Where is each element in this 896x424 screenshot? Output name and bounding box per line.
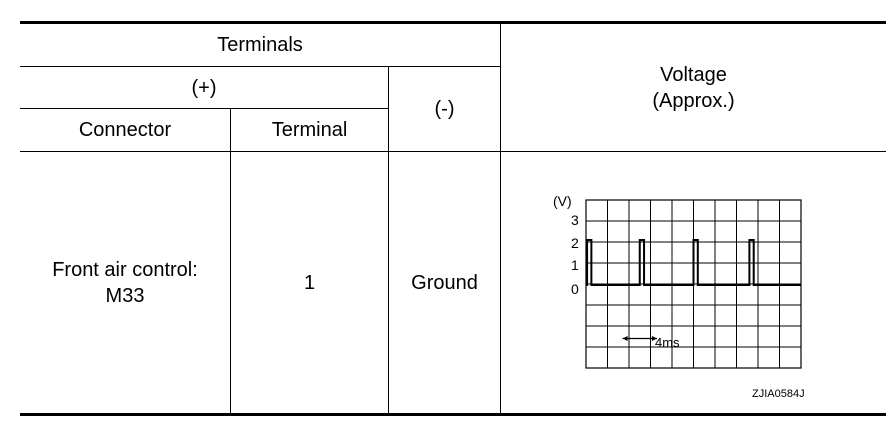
rule-plus-minus bbox=[388, 66, 389, 414]
y-tick-1: 1 bbox=[571, 257, 579, 273]
rule-below-header bbox=[20, 151, 886, 152]
rule-below-terminals bbox=[20, 66, 500, 67]
connector-code: M33 bbox=[105, 284, 145, 307]
waveform-trace bbox=[586, 239, 801, 286]
time-division-arrow-left bbox=[622, 336, 628, 341]
connector-name: Front air control: bbox=[52, 258, 198, 281]
y-tick-3: 3 bbox=[571, 212, 579, 228]
header-minus: (-) bbox=[434, 98, 455, 120]
header-voltage-title: Voltage bbox=[660, 63, 727, 86]
y-axis-unit: (V) bbox=[553, 193, 572, 209]
cell-minus: Ground bbox=[411, 271, 478, 294]
rule-below-plus bbox=[20, 108, 388, 109]
header-voltage-approx: (Approx.) bbox=[652, 89, 735, 112]
cell-terminal: 1 bbox=[303, 271, 316, 294]
time-division-arrow-right bbox=[651, 336, 657, 341]
table-bottom-border bbox=[20, 413, 886, 416]
cell-connector: Front air control: M33 bbox=[20, 152, 230, 413]
header-terminal: Terminal bbox=[271, 119, 348, 141]
y-tick-0: 0 bbox=[571, 281, 579, 297]
header-plus: (+) bbox=[191, 76, 217, 99]
figure-code: ZJIA0584J bbox=[752, 388, 805, 400]
header-connector: Connector bbox=[78, 119, 172, 141]
rule-connector-terminal bbox=[230, 108, 231, 414]
time-division-label: 4ms bbox=[655, 335, 680, 350]
rule-terminals-voltage bbox=[500, 21, 501, 414]
waveform-svg bbox=[585, 199, 802, 369]
header-terminals: Terminals bbox=[217, 34, 303, 56]
table-top-border bbox=[20, 21, 886, 24]
y-tick-2: 2 bbox=[571, 235, 579, 251]
header-voltage: Voltage (Approx.) bbox=[501, 24, 886, 151]
